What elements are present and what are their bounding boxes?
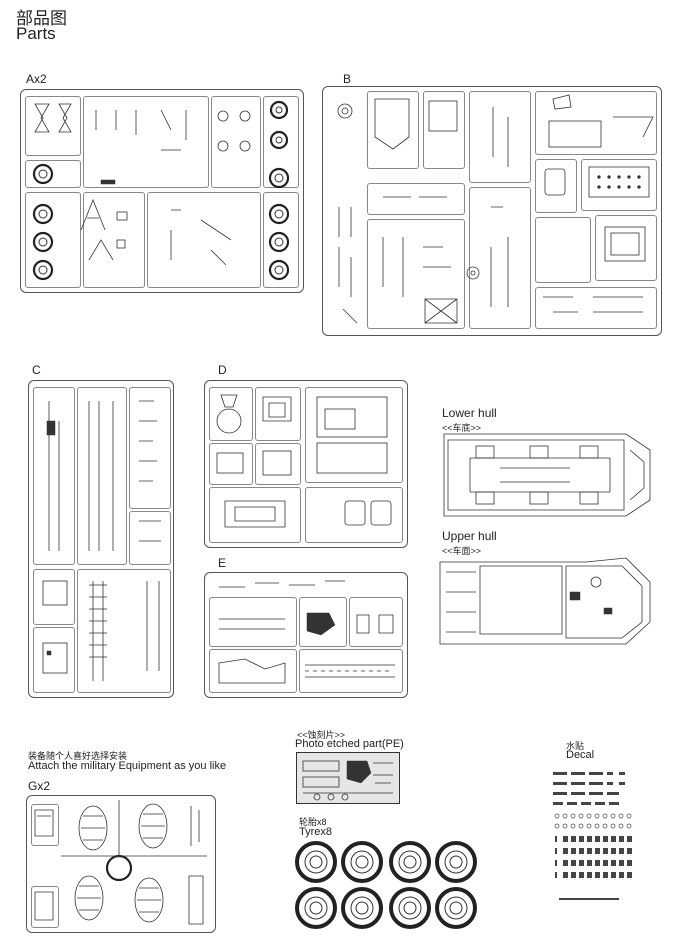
tyres-group [295, 841, 477, 929]
sprue-e [204, 572, 408, 698]
sprue-a-parts [32, 100, 290, 281]
tyre-icon [341, 841, 383, 883]
tyre-icon [389, 841, 431, 883]
sprue-a-label: Ax2 [26, 72, 47, 86]
tyre-icon [295, 887, 337, 929]
tyre-icon [389, 887, 431, 929]
sprue-g [26, 795, 216, 933]
tyre-icon [295, 841, 337, 883]
photo-etched-cn: <<蚀刻片>> [297, 730, 346, 740]
sprue-g-label: Gx2 [28, 779, 51, 793]
decal-en: Decal [566, 749, 595, 761]
tyre-icon [435, 887, 477, 929]
sprue-c-parts [42, 400, 161, 681]
photo-etched-fret [296, 752, 400, 804]
upper-hull-label: Upper hull [442, 529, 497, 543]
decal-markings [553, 772, 632, 900]
sprue-d-label: D [218, 363, 227, 377]
sprue-e-parts [218, 580, 395, 684]
sprue-e-label: E [218, 556, 227, 570]
tyres-en: Tyrex8 [299, 826, 333, 838]
sprue-a [20, 89, 304, 293]
tyre-icon [341, 887, 383, 929]
sprue-b-label: B [343, 72, 352, 86]
decal-cn: 水贴 [566, 741, 585, 751]
sprue-d [204, 380, 408, 548]
sprue-c-label: C [32, 363, 41, 377]
sprue-g-parts [34, 800, 207, 925]
lower-hull-drawing [443, 433, 651, 517]
page-title-en: Parts [16, 24, 56, 43]
tyres-cn: 轮胎x8 [299, 817, 327, 827]
tyre-icon [435, 841, 477, 883]
sprue-d-parts [216, 394, 392, 528]
page-title-cn: 部品图 [16, 9, 67, 28]
sprue-b [322, 86, 662, 336]
upper-hull-cn: <<车面>> [442, 546, 482, 556]
decal-sheet [553, 768, 635, 906]
lower-hull-cn: <<车底>> [442, 423, 482, 433]
photo-etched-parts [302, 760, 393, 801]
equipment-note-en: Attach the military Equipment as you lik… [28, 760, 227, 772]
sprue-b-parts [337, 94, 654, 324]
sprue-c [28, 380, 174, 698]
photo-etched-en: Photo etched part(PE) [295, 738, 404, 750]
equipment-note-cn: 装备随个人喜好选择安装 [28, 751, 128, 761]
upper-hull-drawing [439, 557, 651, 645]
lower-hull-label: Lower hull [442, 406, 497, 420]
